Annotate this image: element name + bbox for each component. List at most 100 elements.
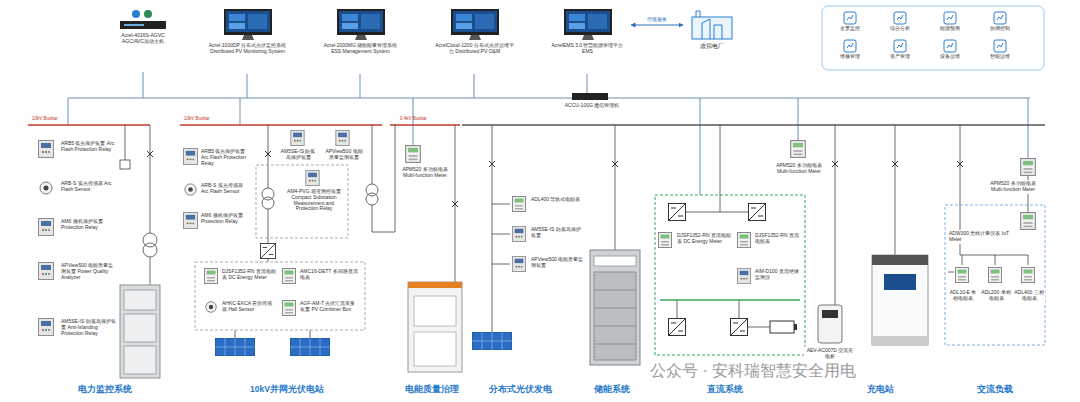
- node-text: ARB-S 弧光传感器 Arc Flash Sensor: [201, 183, 251, 195]
- node-text: AMC16-DETT 多回路直流电表: [300, 269, 360, 281]
- gateway-device: [572, 93, 608, 100]
- feature-label: 维修管理: [830, 54, 870, 60]
- node-text: AM5SE-IS 防孤岛保护装置: [279, 149, 317, 161]
- device-caption: AM4-PVG 箱变测控装置 Compact Substation Measur…: [284, 188, 344, 213]
- device-caption: DJSF1352-RN 直流电能表 DC Energy Meter: [221, 268, 277, 282]
- meter-device: [1021, 159, 1036, 176]
- section-title: 电力监控系统: [60, 385, 150, 395]
- section-title: 直流系统: [695, 385, 755, 395]
- device-caption: ADL400 三相电能表: [1013, 289, 1045, 303]
- node-text: AIM-D100 直流绝缘监测仪: [755, 269, 801, 281]
- feature-icon: [994, 40, 1006, 52]
- breaker-symbol: [452, 201, 458, 207]
- inverter-symbol: [260, 243, 275, 258]
- feature-panel: [822, 6, 1044, 70]
- busbar-label: 10kV Busbar: [184, 116, 210, 121]
- node-text: ADL10-E 单相电能表: [948, 290, 978, 302]
- meter-device: [283, 269, 296, 284]
- node-text: APM520 多功能电表 Multi-function Meter: [771, 163, 827, 175]
- breaker-symbol: [892, 161, 898, 167]
- breaker-symbol: [489, 161, 495, 167]
- relay-device: [39, 319, 54, 336]
- meter-device: [738, 233, 751, 248]
- device-caption: AM6 微机保护装置 Protection Relay: [200, 212, 252, 226]
- switchgear-cabinet: [120, 285, 160, 378]
- device-caption: APView500 电能质量监测装置 Power Quality Analyze…: [60, 262, 118, 281]
- busbar: [28, 124, 1045, 126]
- busbar-label: 0.4kV Busbar: [400, 116, 427, 121]
- feature-icon: [994, 12, 1006, 24]
- substation-region: [256, 165, 348, 238]
- node-text: APView500 电能质量监测装置 Power Quality Analyze…: [61, 263, 117, 280]
- breaker-symbol: [957, 161, 963, 167]
- feature-label: 设备运维: [930, 54, 970, 60]
- device-caption: ARB-S 弧光传感器 Arc Flash Sensor: [60, 180, 118, 194]
- converter-symbol: [669, 319, 686, 336]
- node-text: APView500 电能质量监测装置: [531, 257, 585, 269]
- node-text: ADL200 单相电能表: [981, 290, 1011, 302]
- relay-device: [306, 170, 319, 185]
- device-caption: AGF-AM-T 光伏汇流采集装置 PV Combiner Box: [299, 300, 361, 314]
- analyzer-device: [512, 257, 525, 272]
- node-text: AcrelCloud-1200 分布式光伏运维平台 Distributed PV…: [433, 43, 516, 55]
- feature-label: 全景监控: [830, 26, 870, 32]
- system-node: 虚拟电厂: [684, 8, 740, 51]
- breaker-symbol: [832, 161, 838, 167]
- node-text: AM5SE-IS 防孤岛保护装置: [531, 227, 585, 239]
- device-caption: ADL10-E 单相电能表: [947, 289, 979, 303]
- breaker-symbol: [147, 151, 153, 157]
- node-text: AcrelEMS 3.0 智慧能源管理平台 EMS: [546, 43, 629, 55]
- dc-region: [655, 195, 805, 355]
- feature-label: 能源预测: [930, 26, 970, 32]
- relay-device: [512, 227, 525, 242]
- node-text: AGF-AM-T 光伏汇流采集装置 PV Combiner Box: [300, 301, 360, 313]
- section-title: 分布式光伏发电: [480, 385, 560, 395]
- device-caption: DJSF1352-RN 直流电能表 DC Energy Meter: [676, 232, 732, 246]
- converter-symbol: [749, 204, 766, 221]
- device-caption: AM5SE-IS 防孤岛保护装置 Anti-Islanding Protecti…: [60, 318, 118, 337]
- busbar-label: 10kV Busbar: [32, 116, 58, 121]
- feature-icon: [894, 12, 906, 24]
- node-text: AM5SE-IS 防孤岛保护装置 Anti-Islanding Protecti…: [61, 319, 117, 336]
- node-text: 虚拟电厂: [685, 43, 739, 50]
- device-caption: APM520 多功能电表 Multi-function Meter: [397, 166, 453, 180]
- node-text: APM520 多功能电表 Multi-function Meter: [398, 167, 452, 179]
- feature-label: 综合分析: [880, 26, 920, 32]
- device-caption: ARB-S 弧光传感器 Arc Flash Sensor: [200, 182, 252, 196]
- breaker-symbol: [612, 161, 618, 167]
- node-text: AM6 微机保护装置 Protection Relay: [61, 219, 117, 231]
- relay-device: [39, 141, 54, 158]
- sensor-device: [185, 184, 196, 195]
- section-title: 储能系统: [582, 385, 642, 395]
- monitor-icon: [337, 9, 385, 41]
- device-caption: APView500 电能质量监测装置: [530, 256, 586, 270]
- feature-icon: [944, 12, 956, 24]
- device-caption: AM5SE-IS 防孤岛保护装置: [530, 226, 586, 240]
- plant-icon: [688, 9, 736, 41]
- node-text: DJSF1352-RN 直流电能表: [755, 233, 801, 245]
- monitor-icon: [564, 9, 612, 41]
- storage-cabinet: [590, 250, 640, 365]
- node-text: AM4-PVG 箱变测控装置 Compact Substation Measur…: [285, 189, 343, 212]
- meter-device: [659, 233, 672, 248]
- section-title: 交流负载: [965, 385, 1025, 395]
- device-caption: ADW300 无线计量仪表 IoT Meter: [948, 230, 1010, 244]
- system-node: Acrel-1000DP 分布式光伏监控系统 Distributed PV Mo…: [205, 8, 290, 56]
- meter-device: [406, 146, 421, 163]
- ac-charger: [818, 305, 842, 343]
- system-node: AcrelCloud-1200 分布式光伏运维平台 Distributed PV…: [432, 8, 517, 56]
- pv-panel: [472, 332, 512, 350]
- filter-cabinet: [408, 282, 462, 372]
- node-text: ARB5 弧光保护装置 Arc Flash Protection Relay: [61, 141, 117, 153]
- device-caption: APM520 多功能电表 Multi-function Meter: [770, 162, 828, 176]
- system-node: Acrel-4016S-AGVC AGC/AVC远动主机: [112, 8, 174, 46]
- sensor-device: [206, 302, 217, 313]
- analyzer-device: [39, 263, 54, 280]
- section-title: 充电站: [855, 385, 905, 395]
- node-text: ADW300 无线计量仪表 IoT Meter: [949, 231, 1009, 243]
- node-text: Acrel-1000DP 分布式光伏监控系统 Distributed PV Mo…: [206, 43, 289, 55]
- node-text: AEV-AC007D 交流充电桩: [805, 348, 855, 360]
- watermark: 公众号 · 安科瑞智慧安全用电: [650, 362, 856, 380]
- device-caption: APView500 电能质量监测装置: [322, 148, 366, 162]
